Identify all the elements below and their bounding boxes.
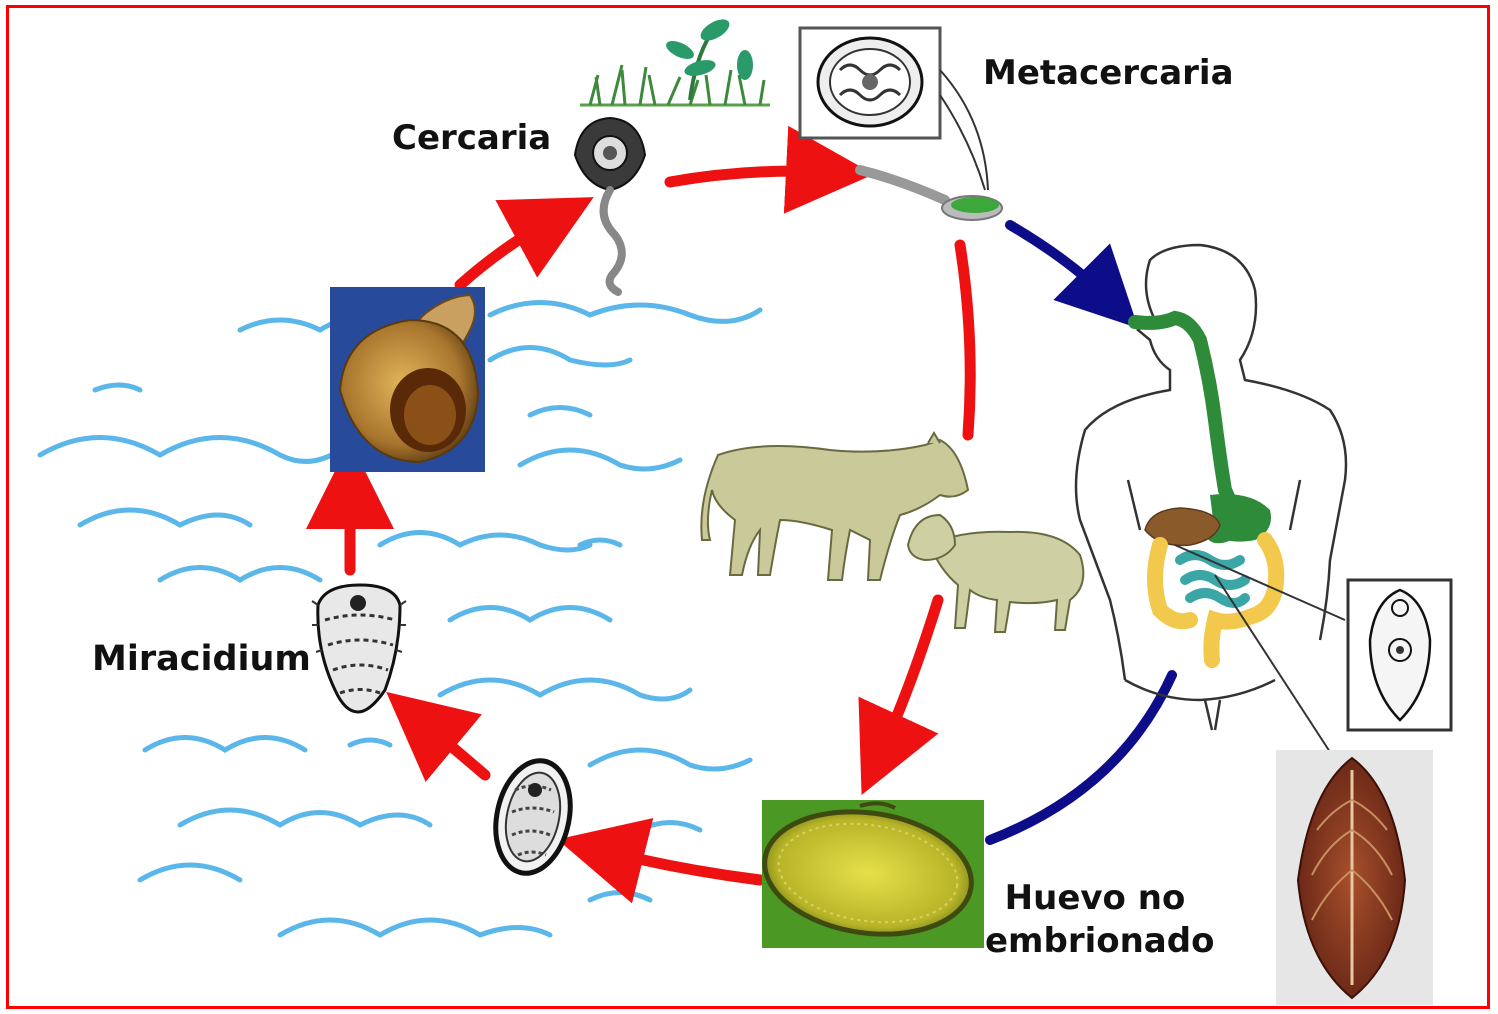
- label-huevo-line1: Huevo no: [985, 877, 1205, 920]
- label-huevo-no-embrionado: Huevo no embrionado: [985, 877, 1205, 962]
- label-cercaria: Cercaria: [392, 117, 551, 160]
- label-metacercaria: Metacercaria: [983, 52, 1234, 95]
- label-huevo-line2: embrionado: [985, 920, 1205, 963]
- label-miracidium: Miracidium: [92, 638, 311, 682]
- red-border-frame: [6, 5, 1490, 1009]
